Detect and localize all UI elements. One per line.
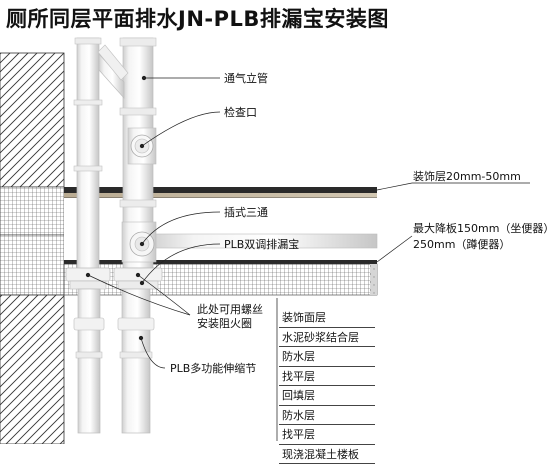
layer-item: 回填层 <box>279 386 375 406</box>
lower-pipe-right <box>118 289 154 433</box>
finish-layer-body <box>64 193 377 198</box>
label-max-drop-2: 250mm（蹲便器） <box>413 238 510 252</box>
label-fire-ring: 此处可用螺丝 <box>197 303 263 317</box>
wall-hatch-bottom <box>0 295 64 444</box>
vent-stack-left <box>74 38 102 274</box>
floor-top-line <box>64 260 377 264</box>
base-collar-right <box>114 268 162 289</box>
base-collar-left <box>66 268 110 289</box>
layer-item: 装饰面层 <box>279 308 375 328</box>
sunken-cavity <box>64 198 377 260</box>
label-plug-tee: 插式三通 <box>224 206 268 219</box>
layer-item: 防水层 <box>279 406 375 426</box>
label-expansion-joint: PLB多功能伸缩节 <box>170 362 256 375</box>
floor-slab-grid <box>64 264 377 295</box>
label-vent-pipe: 通气立管 <box>224 72 268 85</box>
layer-list: 装饰面层 水泥砂浆结合层 防水层 找平层 回填层 防水层 找平层 现浇混凝土楼板 <box>279 308 375 464</box>
label-finish-layer: 装饰层20mm-50mm <box>413 170 521 183</box>
layer-item: 防水层 <box>279 347 375 367</box>
plug-tee <box>122 222 156 262</box>
wall-grid-lower <box>0 235 64 295</box>
layer-item: 水泥砂浆结合层 <box>279 328 375 348</box>
lower-pipe-left <box>74 289 104 433</box>
slab-edge <box>370 264 377 295</box>
layer-item: 现浇混凝土楼板 <box>279 445 375 464</box>
label-max-drop: 最大降板150mm（坐便器） <box>413 222 554 236</box>
finish-layer-top <box>64 187 377 193</box>
label-plb-drain: PLB双调排漏宝 <box>224 238 299 251</box>
wall-grid-upper <box>0 187 64 235</box>
layer-item: 找平层 <box>279 425 375 445</box>
wall-hatch <box>0 53 64 187</box>
label-fire-ring-2: 安装阻火圈 <box>197 317 252 331</box>
label-inspection-port: 检查口 <box>224 106 257 119</box>
layer-item: 找平层 <box>279 367 375 387</box>
